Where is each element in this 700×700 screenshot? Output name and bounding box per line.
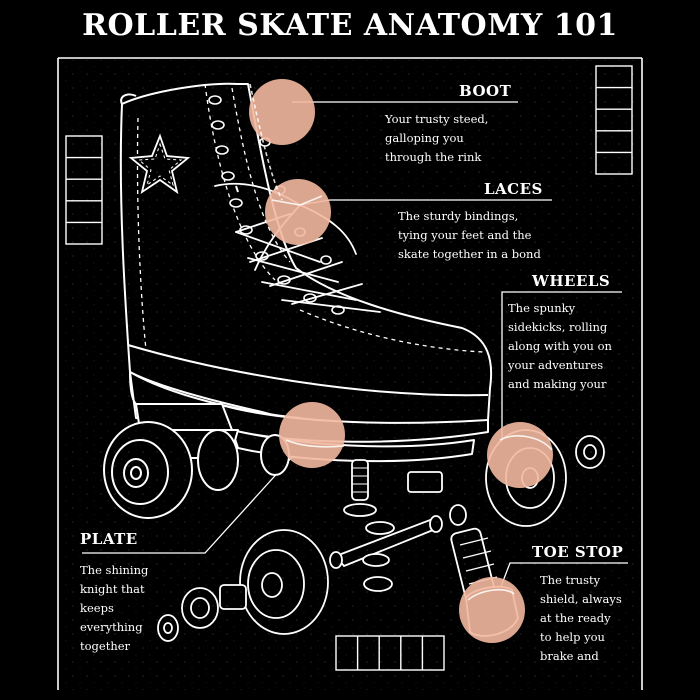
plate-line-2: knight that	[80, 582, 145, 596]
plate-marker	[279, 402, 345, 468]
toe-stop-line-4: to help you	[540, 630, 605, 644]
toe-stop-description: The trusty shield, always at the ready t…	[540, 571, 622, 666]
laces-line-1: The sturdy bindings,	[398, 209, 519, 223]
toe-stop-label: TOE STOP	[532, 543, 624, 561]
toe-stop-marker	[459, 577, 525, 643]
wheels-description: The spunky sidekicks, rolling along with…	[508, 299, 612, 394]
boot-line-3: through the rink	[385, 150, 482, 164]
grunge-texture	[60, 60, 640, 690]
toe-stop-line-1: The trusty	[540, 573, 601, 587]
plate-line-4: everything	[80, 620, 143, 634]
toe-stop-line-5: brake and	[540, 649, 599, 663]
laces-marker	[265, 179, 331, 245]
boot-line-1: Your trusty steed,	[385, 112, 489, 126]
boot-label: BOOT	[459, 82, 512, 100]
wheels-line-2: sidekicks, rolling	[508, 320, 608, 334]
plate-label: PLATE	[80, 530, 138, 548]
wheels-label: WHEELS	[532, 272, 611, 290]
highlight-markers	[249, 79, 553, 643]
boot-line-2: galloping you	[385, 131, 464, 145]
boot-marker	[249, 79, 315, 145]
laces-line-3: skate together in a bond	[398, 247, 541, 261]
plate-line-1: The shining	[80, 563, 149, 577]
plate-line-3: keeps	[80, 601, 114, 615]
wheels-line-4: your adventures	[508, 358, 604, 372]
laces-description: The sturdy bindings, tying your feet and…	[398, 207, 541, 264]
wheels-line-3: along with you on	[508, 339, 612, 353]
toe-stop-line-3: at the ready	[540, 611, 611, 625]
boot-description: Your trusty steed, galloping you through…	[385, 110, 488, 167]
laces-line-2: tying your feet and the	[398, 228, 532, 242]
wheels-marker	[487, 422, 553, 488]
frame-border	[57, 57, 643, 690]
toe-stop-line-2: shield, always	[540, 592, 622, 606]
wheels-line-5: and making your	[508, 377, 607, 391]
poster-title: ROLLER SKATE ANATOMY 101	[82, 8, 618, 43]
laces-label: LACES	[484, 180, 543, 198]
plate-description: The shining knight that keeps everything…	[80, 561, 148, 656]
wheels-line-1: The spunky	[508, 301, 576, 315]
plate-line-5: together	[80, 639, 131, 653]
